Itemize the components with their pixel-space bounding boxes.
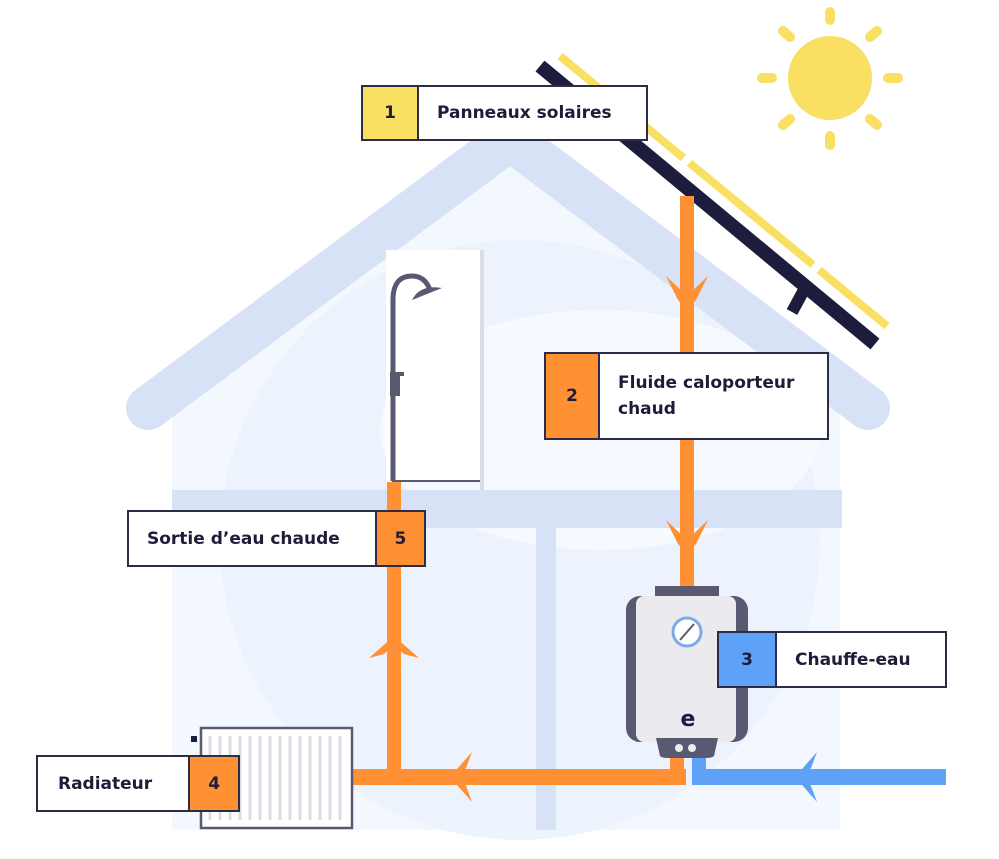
wall-divider — [536, 528, 556, 830]
label-number: 4 — [188, 757, 238, 810]
arrow-left-icon — [795, 752, 817, 802]
label-water-heater: 3 Chauffe-eau — [717, 631, 947, 688]
arrow-down-icon — [666, 520, 708, 554]
arrow-down-icon — [666, 276, 708, 310]
panel-bracket — [786, 285, 811, 315]
shower-head-icon — [412, 287, 442, 300]
label-number: 1 — [363, 87, 419, 139]
label-text: Panneaux solaires — [437, 103, 612, 123]
label-number: 5 — [374, 512, 424, 565]
pipe-hot-return — [352, 769, 686, 785]
water-heater: e — [626, 586, 748, 758]
arrow-up-icon — [369, 636, 419, 658]
heater-logo: e — [681, 707, 696, 732]
arrow-left-icon — [450, 752, 472, 802]
radiator-fins — [208, 736, 342, 820]
label-number: 2 — [546, 354, 600, 438]
label-hot-water-outlet: Sortie d’eau chaude 5 — [127, 510, 426, 567]
shower-valve — [390, 372, 400, 396]
label-radiator: Radiateur 4 — [36, 755, 240, 812]
shower — [386, 250, 484, 490]
label-solar-panels: 1 Panneaux solaires — [361, 85, 648, 141]
label-hot-fluid: 2 Fluide caloporteur chaud — [544, 352, 829, 440]
radiator-valve — [191, 736, 197, 742]
heater-base — [656, 738, 718, 758]
heater-body — [636, 596, 736, 742]
label-text: Fluide caloporteur chaud — [618, 373, 795, 419]
roof-left — [126, 128, 517, 430]
label-text: Chauffe-eau — [795, 649, 911, 670]
sun-icon — [757, 7, 903, 150]
shower-cabin — [386, 250, 482, 482]
label-number: 3 — [719, 633, 777, 686]
label-text: Sortie d’eau chaude — [147, 528, 340, 549]
label-text: Radiateur — [58, 773, 153, 794]
shower-pipe — [390, 273, 433, 481]
